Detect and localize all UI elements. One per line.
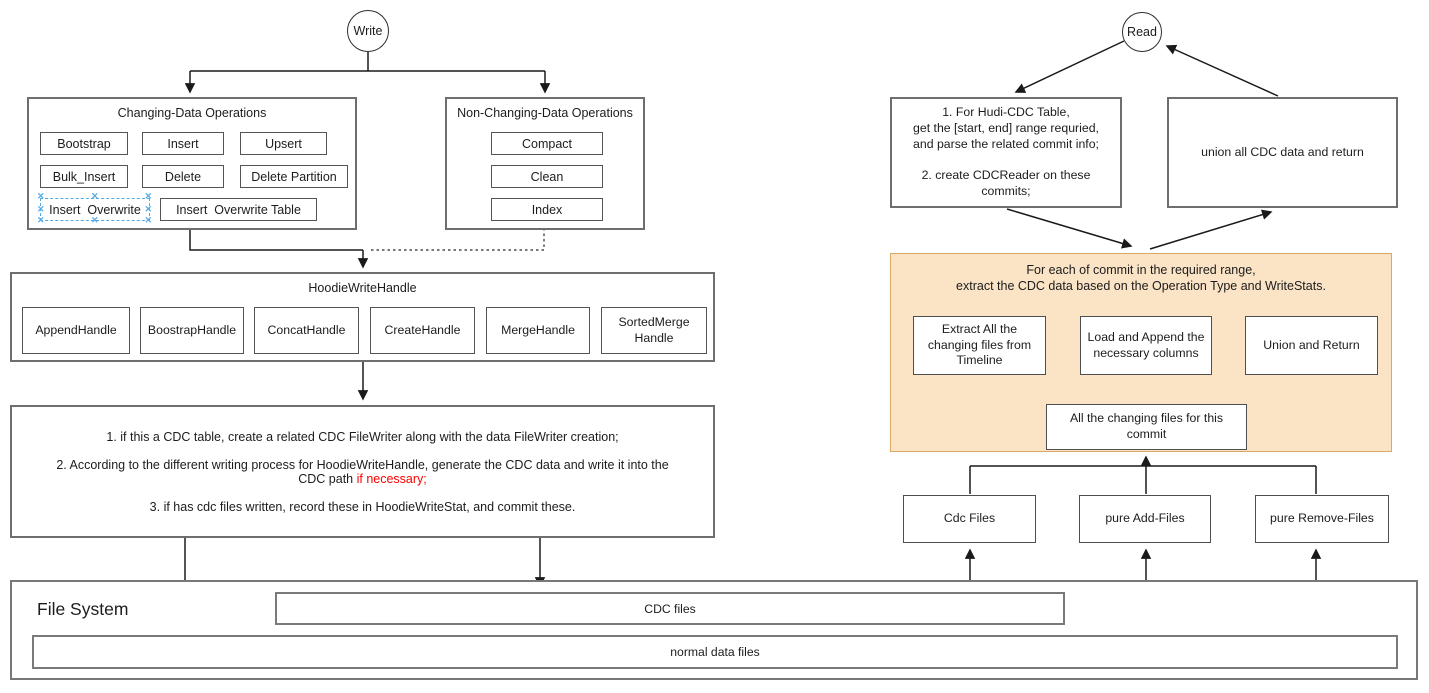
cdc-write-notes-box[interactable]: 1. if this a CDC table, create a related… [10, 405, 715, 538]
selection-handle-icon[interactable]: ✕ [91, 191, 99, 201]
op-compact[interactable]: Compact [491, 132, 603, 155]
op-insert-overwrite-label: Insert Overwrite [49, 202, 141, 217]
selection-handle-icon[interactable]: ✕ [37, 191, 45, 201]
percommit-to-union-arrow [1149, 209, 1273, 250]
op-clean[interactable]: Clean [491, 165, 603, 188]
op-insert-overwrite[interactable]: Insert Overwrite ✕ ✕ ✕ ✕ ✕ ✕ ✕ ✕ [37, 192, 152, 225]
union-and-return-node[interactable]: Union and Return [1245, 316, 1378, 375]
read-prepare-box[interactable]: 1. For Hudi-CDC Table, get the [start, e… [890, 97, 1122, 208]
read-entry-node[interactable]: Read [1122, 12, 1162, 52]
prepare-to-percommit-arrow [1006, 208, 1133, 249]
note-3: 3. if has cdc files written, record thes… [149, 499, 576, 514]
per-commit-title: For each of commit in the required range… [956, 263, 1326, 294]
op-delete-partition-label: Delete Partition [251, 169, 337, 184]
op-bulk-insert[interactable]: Bulk_Insert [40, 165, 128, 188]
selection-handle-icon[interactable]: ✕ [144, 215, 152, 225]
pure-remove-files-node[interactable]: pure Remove-Files [1255, 495, 1389, 543]
op-insert[interactable]: Insert [142, 132, 224, 155]
load-append-columns-node[interactable]: Load and Append the necessary columns [1080, 316, 1212, 375]
cdc-files-node-label: Cdc Files [943, 511, 996, 525]
write-split-connector [190, 52, 545, 72]
read-entry-label: Read [1127, 25, 1157, 39]
load-append-columns-label: Load and Append the necessary columns [1087, 329, 1205, 360]
selection-handle-icon[interactable]: ✕ [37, 203, 45, 214]
op-insert-label: Insert [167, 136, 199, 151]
op-insert-overwrite-table[interactable]: Insert Overwrite Table [160, 198, 317, 221]
union-and-return-label: Union and Return [1263, 337, 1360, 352]
all-changing-files-node[interactable]: All the changing files for this commit [1046, 404, 1247, 450]
append-handle-node[interactable]: AppendHandle [22, 307, 130, 354]
selection-handle-icon[interactable]: ✕ [91, 215, 99, 225]
selection-handle-icon[interactable]: ✕ [37, 215, 45, 225]
changing-to-handle-connector [189, 228, 363, 251]
changing-ops-box[interactable]: Changing-Data Operations Bootstrap Inser… [27, 97, 357, 230]
op-index[interactable]: Index [491, 198, 603, 221]
nonchanging-ops-title: Non-Changing-Data Operations [457, 106, 633, 120]
read-to-prepare-arrow [1014, 40, 1125, 93]
per-commit-box[interactable]: For each of commit in the required range… [890, 253, 1392, 452]
pure-add-files-node-label: pure Add-Files [1105, 511, 1185, 525]
note-2: 2. According to the different writing pr… [42, 458, 683, 486]
merge-handle-label: MergeHandle [501, 322, 575, 337]
cdc-files-node[interactable]: Cdc Files [903, 495, 1036, 543]
nonchanging-ops-box[interactable]: Non-Changing-Data Operations Compact Cle… [445, 97, 645, 230]
file-system-title: File System [37, 599, 129, 619]
op-upsert[interactable]: Upsert [240, 132, 327, 155]
concat-handle-node[interactable]: ConcatHandle [254, 307, 359, 354]
cdc-files-store-label: CDC files [644, 601, 696, 616]
append-handle-label: AppendHandle [35, 322, 117, 337]
extract-changing-files-label: Extract All the changing files from Time… [927, 321, 1032, 368]
filegroups-tree-connector [969, 465, 1317, 494]
union-to-read-arrow [1165, 44, 1279, 97]
op-bootstrap[interactable]: Bootstrap [40, 132, 128, 155]
union-all-cdc-box[interactable]: union all CDC data and return [1167, 97, 1398, 208]
op-upsert-label: Upsert [265, 136, 302, 151]
pure-remove-files-node-label: pure Remove-Files [1270, 511, 1374, 525]
nonchanging-dashed-connector [368, 228, 545, 251]
changing-ops-title: Changing-Data Operations [117, 106, 267, 120]
write-entry-label: Write [353, 24, 383, 38]
hoodie-write-handle-title: HoodieWriteHandle [308, 281, 417, 295]
op-delete-label: Delete [164, 169, 202, 184]
op-bulk-insert-label: Bulk_Insert [52, 169, 116, 184]
boostrap-handle-node[interactable]: BoostrapHandle [140, 307, 244, 354]
concat-handle-label: ConcatHandle [267, 322, 346, 337]
normal-data-files-store[interactable]: normal data files [32, 635, 1398, 669]
write-entry-node[interactable]: Write [347, 10, 389, 52]
pure-add-files-node[interactable]: pure Add-Files [1079, 495, 1211, 543]
all-changing-files-label: All the changing files for this commit [1069, 411, 1224, 441]
sorted-merge-handle-node[interactable]: SortedMerge Handle [601, 307, 707, 354]
sorted-merge-handle-label: SortedMerge Handle [618, 314, 690, 345]
op-insert-overwrite-table-label: Insert Overwrite Table [176, 202, 301, 217]
note-2-red-text: if necessary; [356, 471, 427, 486]
op-clean-label: Clean [530, 169, 564, 184]
merge-handle-node[interactable]: MergeHandle [486, 307, 590, 354]
op-delete[interactable]: Delete [142, 165, 224, 188]
extract-changing-files-node[interactable]: Extract All the changing files from Time… [913, 316, 1046, 375]
note-1: 1. if this a CDC table, create a related… [106, 429, 619, 444]
op-delete-partition[interactable]: Delete Partition [240, 165, 348, 188]
note-2-text: 2. According to the different writing pr… [56, 457, 669, 486]
op-bootstrap-label: Bootstrap [57, 136, 111, 151]
create-handle-node[interactable]: CreateHandle [370, 307, 475, 354]
create-handle-label: CreateHandle [384, 322, 461, 337]
read-prepare-text: 1. For Hudi-CDC Table, get the [start, e… [913, 104, 1099, 199]
op-compact-label: Compact [521, 136, 573, 151]
op-index-label: Index [531, 202, 563, 217]
boostrap-handle-label: BoostrapHandle [147, 322, 237, 337]
normal-data-files-store-label: normal data files [670, 645, 760, 659]
hoodie-write-handle-box[interactable]: HoodieWriteHandle AppendHandle BoostrapH… [10, 272, 715, 362]
selection-handle-icon[interactable]: ✕ [144, 191, 152, 201]
union-all-cdc-text: union all CDC data and return [1201, 144, 1364, 159]
selection-handle-icon[interactable]: ✕ [144, 203, 152, 214]
cdc-files-store[interactable]: CDC files [275, 592, 1065, 625]
